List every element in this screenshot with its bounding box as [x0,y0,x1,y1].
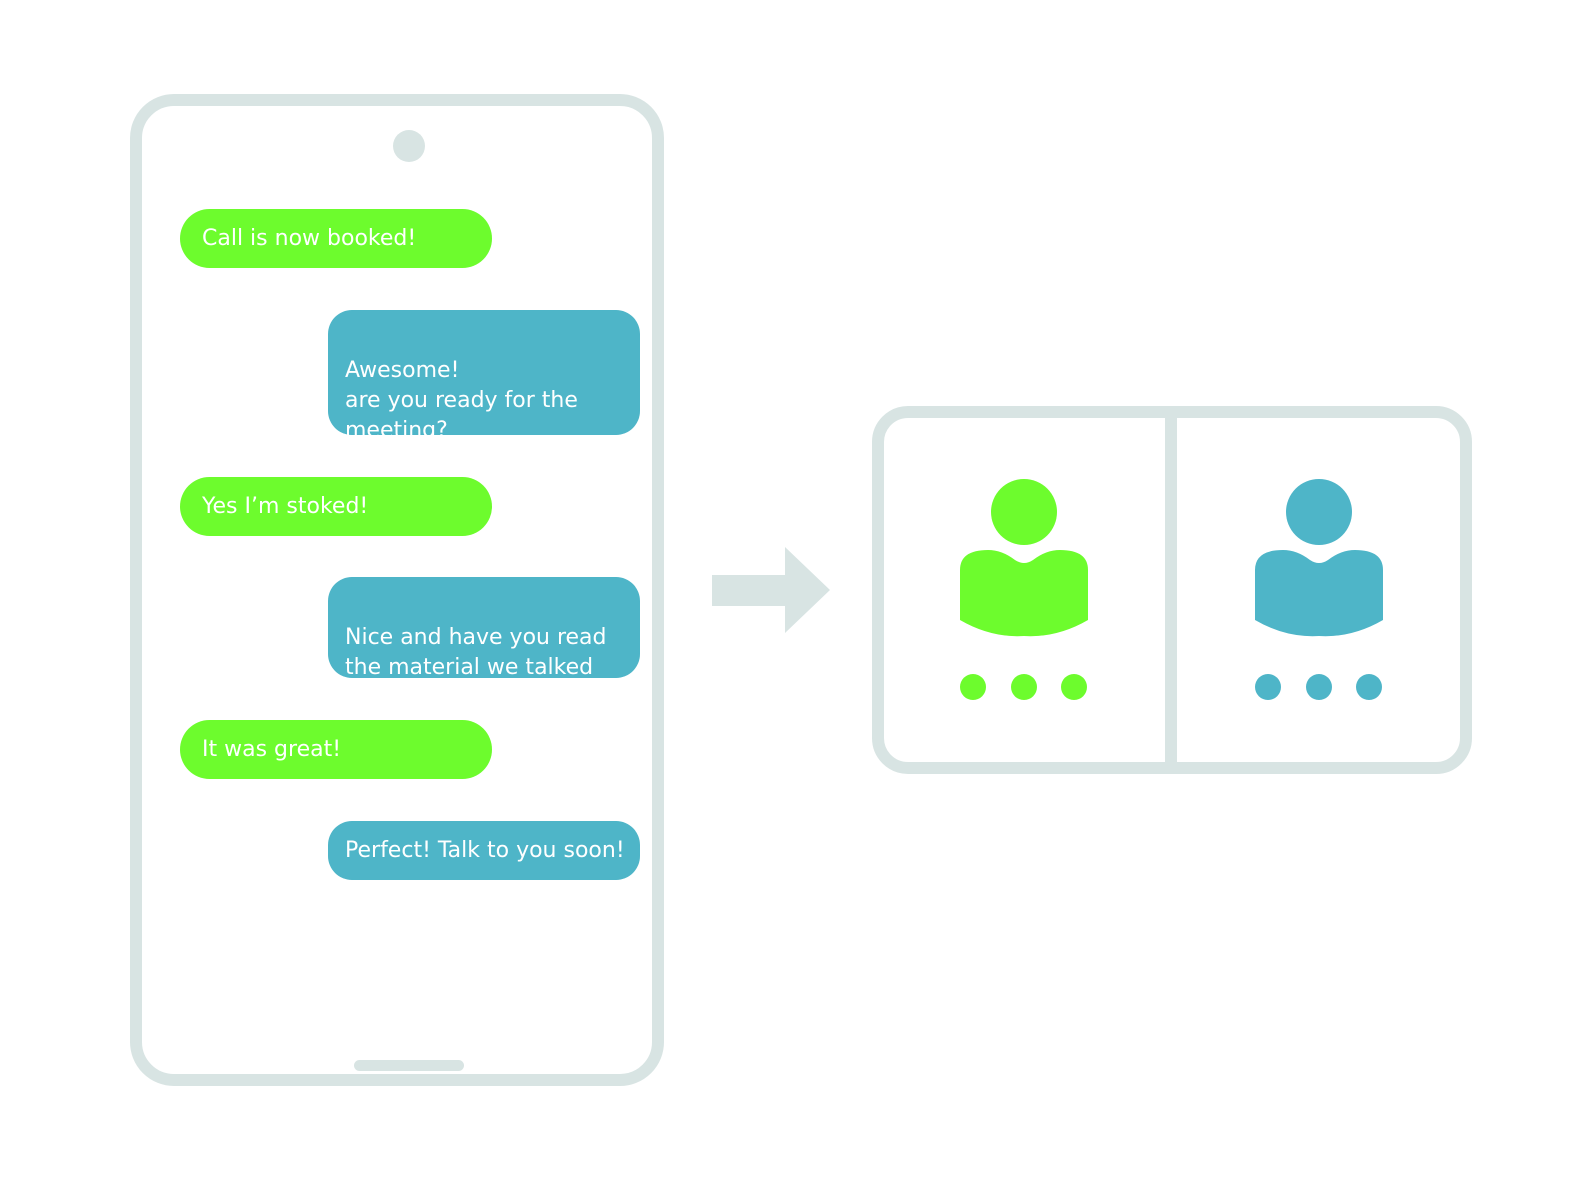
chat-bubble-blue-1: Awesome! are you ready for the meeting? [328,310,640,443]
home-indicator [354,1060,464,1071]
camera-icon [393,130,425,162]
chat-bubble-blue-2: Nice and have you read the material we t… [328,577,640,710]
message-text: Yes I’m stoked! [202,493,369,519]
person-icon [960,479,1088,637]
chat-bubble-green-1: Call is now booked! [180,209,492,268]
typing-dots-icon [960,674,1087,700]
participant-green [960,479,1088,700]
message-text: Awesome! are you ready for the meeting? [345,358,578,443]
typing-dots-icon [1255,674,1382,700]
message-text: Nice and have you read the material we t… [345,625,607,710]
chat-bubble-green-3: It was great! [180,720,492,779]
message-text: Call is now booked! [202,225,417,251]
chat-bubble-green-2: Yes I’m stoked! [180,477,492,536]
arrow-right-icon [712,547,830,633]
person-icon [1255,479,1383,637]
phone-frame: Call is now booked! Awesome! are you rea… [130,94,664,1086]
chat-bubble-blue-3: Perfect! Talk to you soon! [328,821,640,880]
participant-blue [1255,479,1383,700]
video-call-divider [1165,406,1177,774]
message-text: Perfect! Talk to you soon! [345,837,625,863]
message-text: It was great! [202,736,342,762]
